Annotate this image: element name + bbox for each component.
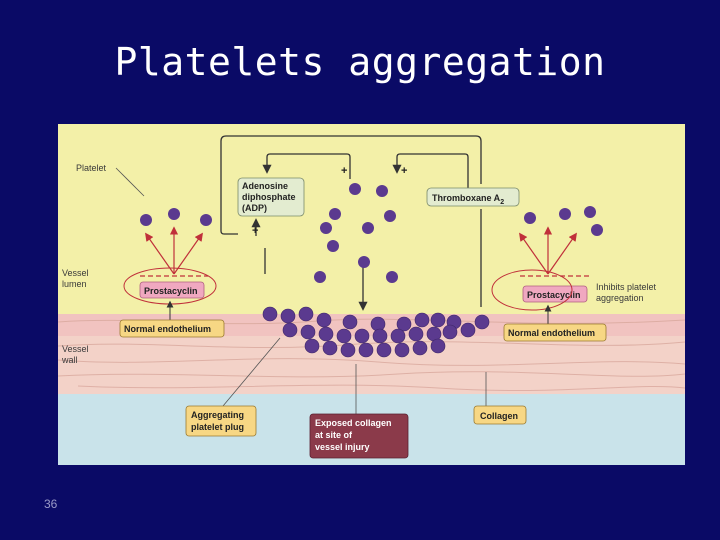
vessel-lumen-label-2: lumen bbox=[62, 279, 87, 289]
platelet bbox=[376, 185, 388, 197]
plug-platelet bbox=[262, 306, 278, 322]
plug-platelet bbox=[372, 328, 388, 344]
plug-platelet bbox=[342, 314, 358, 330]
plug-platelet bbox=[336, 328, 352, 344]
plug-platelet bbox=[280, 308, 296, 324]
platelet-plug bbox=[262, 306, 490, 358]
plug-platelet bbox=[282, 322, 298, 338]
exposed-collagen-label-2: at site of bbox=[315, 430, 353, 440]
plug-platelet bbox=[430, 338, 446, 354]
platelet bbox=[329, 208, 341, 220]
vessel-wall-label-1: Vessel bbox=[62, 344, 89, 354]
plug-platelet bbox=[376, 342, 392, 358]
plug-platelet bbox=[412, 340, 428, 356]
platelet bbox=[349, 183, 361, 195]
plug-platelet bbox=[430, 312, 446, 328]
normal-endothelium-label-right: Normal endothelium bbox=[508, 328, 595, 338]
adp-label-1: Adenosine bbox=[242, 181, 288, 191]
platelet bbox=[320, 222, 332, 234]
aggregating-plug-box bbox=[185, 405, 257, 437]
platelet bbox=[140, 214, 152, 226]
normal-endothelium-label-left: Normal endothelium bbox=[124, 324, 211, 334]
plug-platelet bbox=[358, 342, 374, 358]
prostacyclin-box-right bbox=[522, 285, 588, 303]
aggregating-plug-label-2: platelet plug bbox=[191, 422, 244, 432]
platelet bbox=[524, 212, 536, 224]
exposed-collagen-label-3: vessel injury bbox=[315, 442, 370, 452]
plug-platelet bbox=[442, 324, 458, 340]
normal-endothelium-box-right bbox=[503, 323, 607, 342]
plus-sign-3: + bbox=[252, 225, 258, 237]
thromboxane-label: Thromboxane A2 bbox=[432, 193, 504, 206]
inhibits-label-1: Inhibits platelet bbox=[596, 282, 657, 292]
plus-sign-2: + bbox=[401, 165, 407, 177]
platelet-aggregation-diagram: Platelet Vessel lumen Vessel wall Inhibi… bbox=[58, 124, 685, 465]
prostacyclin-label-right: Prostacyclin bbox=[527, 290, 581, 300]
platelet bbox=[168, 208, 180, 220]
plug-platelet bbox=[354, 328, 370, 344]
platelet bbox=[362, 222, 374, 234]
platelet bbox=[591, 224, 603, 236]
inhibits-label-2: aggregation bbox=[596, 293, 644, 303]
collagen-label: Collagen bbox=[480, 411, 518, 421]
plug-platelet bbox=[316, 312, 332, 328]
plug-platelet bbox=[340, 342, 356, 358]
adp-label-2: diphosphate bbox=[242, 192, 296, 202]
plug-platelet bbox=[474, 314, 490, 330]
plug-platelet bbox=[300, 324, 316, 340]
plug-platelet bbox=[408, 326, 424, 342]
plug-platelet bbox=[396, 316, 412, 332]
platelet bbox=[384, 210, 396, 222]
collagen-box bbox=[473, 405, 527, 425]
thromboxane-box bbox=[426, 187, 520, 207]
platelet bbox=[200, 214, 212, 226]
thromboxane-main: Thromboxane A bbox=[432, 193, 501, 203]
platelet-label: Platelet bbox=[76, 163, 107, 173]
adp-label-3: (ADP) bbox=[242, 203, 267, 213]
feedback-loops bbox=[220, 135, 482, 311]
platelet bbox=[358, 256, 370, 268]
plug-platelet bbox=[304, 338, 320, 354]
prostacyclin-highlight-right bbox=[491, 269, 573, 311]
platelet bbox=[327, 240, 339, 252]
plug-platelet bbox=[394, 342, 410, 358]
platelet bbox=[559, 208, 571, 220]
plus-sign-1: + bbox=[341, 165, 347, 177]
plug-platelet bbox=[370, 316, 386, 332]
normal-endothelium-box-left bbox=[119, 319, 225, 338]
plug-platelet bbox=[414, 312, 430, 328]
platelet bbox=[314, 271, 326, 283]
plug-platelet bbox=[390, 328, 406, 344]
red-inhibition-arrows bbox=[145, 226, 577, 275]
plug-platelet bbox=[318, 326, 334, 342]
thromboxane-subscript: 2 bbox=[500, 199, 504, 206]
platelet-pointer bbox=[115, 167, 145, 197]
aggregating-plug-label-1: Aggregating bbox=[191, 410, 244, 420]
prostacyclin-box-left bbox=[139, 281, 205, 299]
exposed-collagen-box bbox=[309, 413, 409, 459]
page-number: 36 bbox=[44, 497, 58, 511]
plug-platelet bbox=[298, 306, 314, 322]
plug-platelet bbox=[460, 322, 476, 338]
slide-title: Platelets aggregation bbox=[114, 40, 606, 84]
plug-platelet bbox=[322, 340, 338, 356]
vessel-lumen-label-1: Vessel bbox=[62, 268, 89, 278]
bottom-pointers bbox=[222, 337, 487, 414]
platelet bbox=[386, 271, 398, 283]
free-platelets bbox=[140, 183, 603, 283]
platelet bbox=[584, 206, 596, 218]
exposed-collagen-label-1: Exposed collagen bbox=[315, 418, 392, 428]
vessel-wall-label-2: wall bbox=[61, 355, 78, 365]
prostacyclin-label-left: Prostacyclin bbox=[144, 286, 198, 296]
adp-box bbox=[237, 177, 305, 217]
